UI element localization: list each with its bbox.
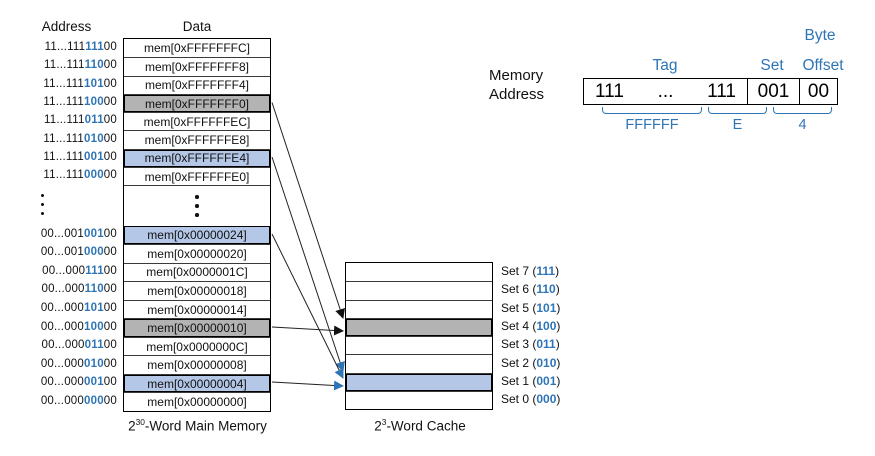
data-column-header: Data bbox=[182, 19, 212, 34]
cache-set-row bbox=[346, 372, 492, 392]
memory-cell: mem[0x00000010] bbox=[124, 318, 270, 337]
memory-cell: mem[0xFFFFFFEC] bbox=[124, 112, 270, 130]
tag-bits-right: 111 bbox=[707, 80, 736, 102]
offset-hex-brace bbox=[773, 107, 832, 114]
byte-offset-field: 00 bbox=[799, 79, 837, 104]
main-memory-caption: 230-Word Main Memory bbox=[128, 417, 267, 434]
cache-set-label: Set 2 (010) bbox=[501, 355, 561, 370]
cache-table bbox=[345, 262, 493, 411]
memory-cell: mem[0xFFFFFFE8] bbox=[124, 130, 270, 148]
cache-set-label: Set 1 (001) bbox=[501, 373, 561, 388]
set-field: 001 bbox=[747, 79, 799, 104]
address-field-box: 111 ... 111 001 00 bbox=[583, 78, 838, 105]
cache-set-label: Set 7 (111) bbox=[501, 264, 560, 279]
arrow-00000010-to-set4 bbox=[271, 325, 344, 336]
memory-ellipsis bbox=[124, 185, 270, 225]
memory-cell: mem[0x0000001C] bbox=[124, 262, 270, 282]
cache-set-row bbox=[346, 317, 492, 337]
memory-cell: mem[0xFFFFFFE4] bbox=[124, 148, 270, 168]
mid-hex-brace bbox=[708, 107, 767, 114]
memory-cell: mem[0x00000008] bbox=[124, 355, 270, 374]
arrow-00000024-to-set1 bbox=[271, 233, 344, 379]
cache-set-label: Set 6 (110) bbox=[501, 282, 560, 297]
cache-set-row bbox=[346, 391, 492, 409]
cache-set-row bbox=[346, 281, 492, 299]
cache-set-labels: Set 7 (111) Set 6 (110) Set 5 (101) Set 4 (… bbox=[501, 262, 611, 408]
memory-cell: mem[0xFFFFFFE0] bbox=[124, 167, 270, 185]
cache-set-row bbox=[346, 336, 492, 354]
tag-label: Tag bbox=[652, 57, 678, 74]
address-column-header: Address bbox=[41, 19, 92, 34]
tag-ellipsis: ... bbox=[657, 80, 674, 102]
tag-field: 111 ... 111 bbox=[584, 79, 747, 104]
memory-cell: mem[0x00000024] bbox=[124, 225, 270, 245]
offset-label: Offset bbox=[802, 57, 844, 74]
hex-value-tag: FFFFFF bbox=[625, 117, 679, 133]
arrow-00000004-to-set1 bbox=[271, 380, 344, 391]
arrow-ffffffe4-to-set1 bbox=[271, 156, 345, 372]
memory-address-label: Memory Address bbox=[489, 67, 545, 103]
cache-set-row bbox=[346, 354, 492, 372]
cache-set-row bbox=[346, 299, 492, 318]
hex-value-mid: E bbox=[732, 117, 743, 133]
main-memory-table: mem[0xFFFFFFFC]mem[0xFFFFFFF8]mem[0xFFFF… bbox=[123, 38, 271, 413]
cache-set-row bbox=[346, 263, 492, 281]
memory-cell: mem[0xFFFFFFF0] bbox=[124, 93, 270, 113]
cache-set-label: Set 3 (011) bbox=[501, 337, 560, 352]
cache-set-label: Set 5 (101) bbox=[501, 300, 561, 315]
arrow-fffffff0-to-set4 bbox=[271, 102, 345, 319]
memory-cell: mem[0x00000004] bbox=[124, 373, 270, 393]
memory-cell: mem[0xFFFFFFFC] bbox=[144, 41, 250, 56]
cache-set-label: Set 4 (100) bbox=[501, 319, 561, 334]
byte-label: Byte bbox=[804, 27, 836, 44]
memory-cell: mem[0x00000000] bbox=[124, 392, 270, 411]
memory-cell: mem[0xFFFFFFF8] bbox=[124, 57, 270, 75]
tag-bits-left: 111 bbox=[595, 80, 624, 102]
cache-caption: 23-Word Cache bbox=[374, 417, 466, 434]
memory-cell: mem[0xFFFFFFF4] bbox=[124, 75, 270, 94]
memory-cell: mem[0x00000014] bbox=[124, 299, 270, 319]
set-label: Set bbox=[760, 57, 784, 74]
memory-cell: mem[0x00000020] bbox=[124, 244, 270, 263]
cache-set-label: Set 0 (000) bbox=[501, 392, 561, 407]
tag-hex-brace bbox=[602, 107, 702, 114]
memory-cell: mem[0x0000000C] bbox=[124, 336, 270, 356]
hex-value-offset: 4 bbox=[798, 117, 807, 133]
memory-cell: mem[0x00000018] bbox=[124, 281, 270, 300]
address-ellipsis bbox=[8, 184, 117, 224]
